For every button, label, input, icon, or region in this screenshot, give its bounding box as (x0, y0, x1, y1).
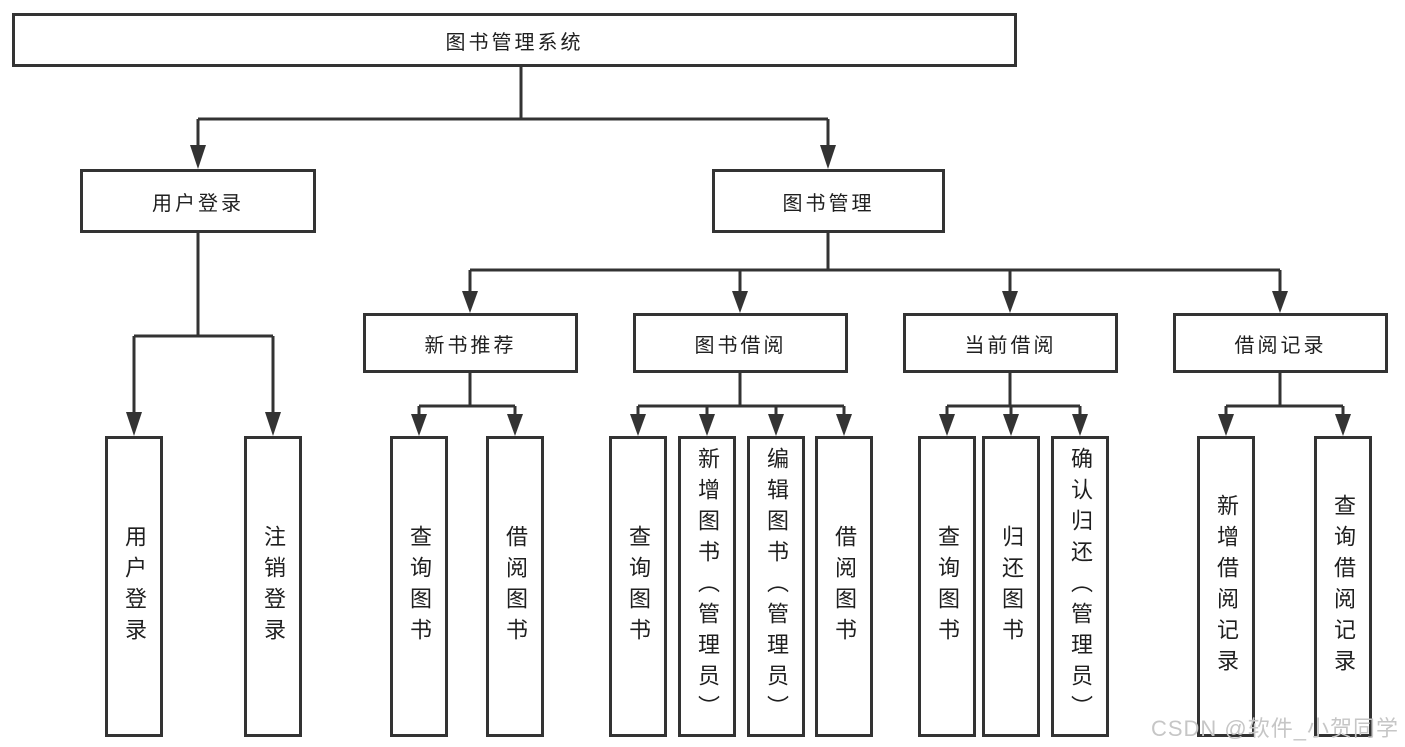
node-root-system: 图书管理系统 (12, 13, 1017, 67)
connector-user-login-to-leaves (126, 233, 281, 436)
node-borrow-records: 借阅记录 (1173, 313, 1388, 373)
leaf-return-book: 归还图书 (982, 436, 1040, 737)
leaf-logout: 注销登录 (244, 436, 302, 737)
leaf-confirm-return-admin-label: 确认归还（管理员） (1068, 447, 1093, 726)
leaf-query-book-recommend: 查询图书 (390, 436, 448, 737)
leaf-confirm-return-admin: 确认归还（管理员） (1051, 436, 1109, 737)
leaf-query-book-borrow-label: 查询图书 (626, 524, 651, 649)
leaf-borrow-book-label: 借阅图书 (832, 524, 857, 649)
node-current-borrow: 当前借阅 (903, 313, 1118, 373)
leaf-add-book-admin-label: 新增图书（管理员） (695, 447, 720, 726)
node-root-system-label: 图书管理系统 (445, 31, 584, 54)
connector-book-borrow-to-leaves (630, 373, 852, 436)
connector-borrow-records-to-leaves (1218, 373, 1351, 436)
csdn-watermark: CSDN @软件_小贺同学 (1150, 716, 1399, 741)
leaf-add-book-admin: 新增图书（管理员） (678, 436, 736, 737)
node-new-book-recommend-label: 新书推荐 (424, 334, 517, 357)
connector-new-book-recommend-to-leaves (411, 373, 523, 436)
leaf-user-login: 用户登录 (105, 436, 163, 737)
node-user-login: 用户登录 (80, 169, 316, 233)
node-book-management: 图书管理 (712, 169, 945, 233)
leaf-add-borrow-record: 新增借阅记录 (1197, 436, 1255, 737)
leaf-return-book-label: 归还图书 (999, 524, 1024, 649)
leaf-edit-book-admin: 编辑图书（管理员） (747, 436, 805, 737)
leaf-borrow-book-recommend: 借阅图书 (486, 436, 544, 737)
node-book-management-label: 图书管理 (782, 192, 875, 215)
connector-current-borrow-to-leaves (939, 373, 1088, 436)
node-new-book-recommend: 新书推荐 (363, 313, 578, 373)
leaf-query-borrow-record: 查询借阅记录 (1314, 436, 1372, 737)
connector-root-to-level2 (190, 66, 836, 169)
leaf-query-book-borrow: 查询图书 (609, 436, 667, 737)
leaf-logout-label: 注销登录 (261, 524, 286, 649)
connector-book-management-to-level3 (462, 233, 1288, 313)
leaf-query-book-recommend-label: 查询图书 (407, 524, 432, 649)
node-current-borrow-label: 当前借阅 (964, 334, 1057, 357)
node-borrow-records-label: 借阅记录 (1234, 334, 1327, 357)
leaf-add-borrow-record-label: 新增借阅记录 (1214, 493, 1239, 680)
leaf-query-book-current: 查询图书 (918, 436, 976, 737)
leaf-borrow-book: 借阅图书 (815, 436, 873, 737)
node-book-borrow: 图书借阅 (633, 313, 848, 373)
leaf-edit-book-admin-label: 编辑图书（管理员） (764, 447, 789, 726)
leaf-query-book-current-label: 查询图书 (935, 524, 960, 649)
node-user-login-label: 用户登录 (152, 192, 244, 215)
node-book-borrow-label: 图书借阅 (694, 334, 787, 357)
leaf-query-borrow-record-label: 查询借阅记录 (1331, 493, 1356, 680)
leaf-user-login-label: 用户登录 (122, 524, 147, 649)
leaf-borrow-book-recommend-label: 借阅图书 (503, 524, 528, 649)
